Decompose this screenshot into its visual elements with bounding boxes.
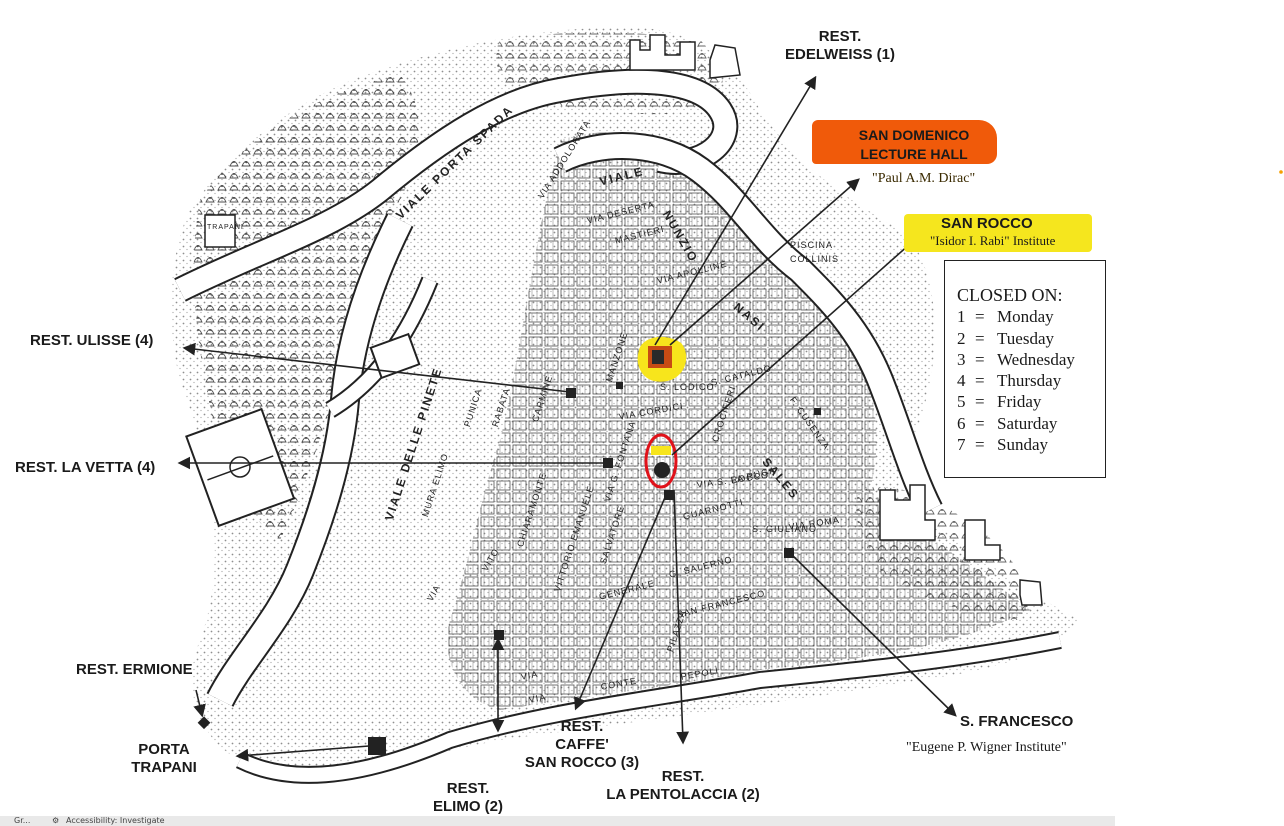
label-porta-trapani: PORTA TRAPANI <box>131 741 197 776</box>
field-2 <box>369 332 421 380</box>
road-lower-loop <box>235 631 1062 784</box>
marker-ulisse <box>566 388 576 398</box>
marker-elimo <box>494 630 504 640</box>
legend-row: 4=Thursday <box>957 371 1062 390</box>
castle-right <box>879 484 1043 606</box>
marker-ermione <box>197 716 211 730</box>
label-rabi-subtitle: "Isidor I. Rabi" Institute <box>930 233 1056 248</box>
accessibility-status[interactable]: Accessibility: Investigate <box>66 816 165 825</box>
status-left: Gr... <box>14 816 31 825</box>
label-rest-pentolaccia: REST. LA PENTOLACCIA (2) <box>606 768 760 803</box>
road-viale-delle-pinete <box>206 213 414 707</box>
road-viale-top <box>553 132 943 517</box>
label-rest-ulisse: REST. ULISSE (4) <box>30 332 154 349</box>
label-rest-ermione: REST. ERMIONE <box>76 661 193 678</box>
legend-row: 3=Wednesday <box>957 350 1075 369</box>
label-san-francesco: S. FRANCESCO <box>960 713 1074 730</box>
legend-row: 5=Friday <box>957 392 1042 411</box>
legend-row: 1=Monday <box>957 307 1054 326</box>
marker-small-1 <box>616 382 623 389</box>
street-lodico: S. LODICO <box>660 382 715 392</box>
marker-porta-trapani <box>368 737 386 755</box>
street-giuliano: S. GIULIANO <box>752 524 818 534</box>
label-dirac-subtitle: "Paul A.M. Dirac" <box>872 171 976 186</box>
legend-row: 7=Sunday <box>957 435 1048 454</box>
marker-la-vetta <box>603 458 613 468</box>
label-rest-la-vetta: REST. LA VETTA (4) <box>15 459 156 476</box>
san-rocco-circle <box>644 433 678 489</box>
label-rest-edelweiss: REST. EDELWEISS (1) <box>784 28 896 63</box>
sports-field <box>185 407 296 528</box>
legend-box: CLOSED ON: 1=Monday 2=Tuesday 3=Wednesda… <box>944 260 1106 478</box>
legend-row: 6=Saturday <box>957 414 1058 433</box>
legend-title: CLOSED ON: <box>957 285 1063 305</box>
san-rocco-marker <box>654 462 670 478</box>
pointer-lines <box>177 75 957 762</box>
label-san-domenico: SAN DOMENICO LECTURE HALL <box>858 127 970 162</box>
label-wigner-subtitle: "Eugene P. Wigner Institute" <box>906 740 1067 755</box>
road-viale-porta-spada <box>174 68 739 302</box>
label-rest-caffe: REST. CAFFE' SAN ROCCO (3) <box>524 718 640 771</box>
status-bar: Gr... ⚙ Accessibility: Investigate <box>0 816 1115 826</box>
street-trapani-sign: TRAPANI <box>207 224 244 231</box>
marker-francesco <box>784 548 794 558</box>
marker-caffe <box>664 490 674 500</box>
street-collinis: COLLINIS <box>790 254 840 264</box>
marker-small-2 <box>814 408 821 415</box>
rabi-highlight <box>904 214 1092 252</box>
castle-top <box>629 34 741 79</box>
street-piscina: PISCINA <box>790 240 834 250</box>
label-san-rocco: SAN ROCCO <box>941 215 1033 232</box>
town-area <box>447 132 1030 710</box>
dirac-highlight <box>812 120 997 164</box>
trapani-sign <box>204 214 236 248</box>
legend-row: 2=Tuesday <box>957 329 1054 348</box>
accessibility-icon[interactable]: ⚙ <box>52 816 60 825</box>
label-rest-elimo: REST. ELIMO (2) <box>433 780 503 815</box>
